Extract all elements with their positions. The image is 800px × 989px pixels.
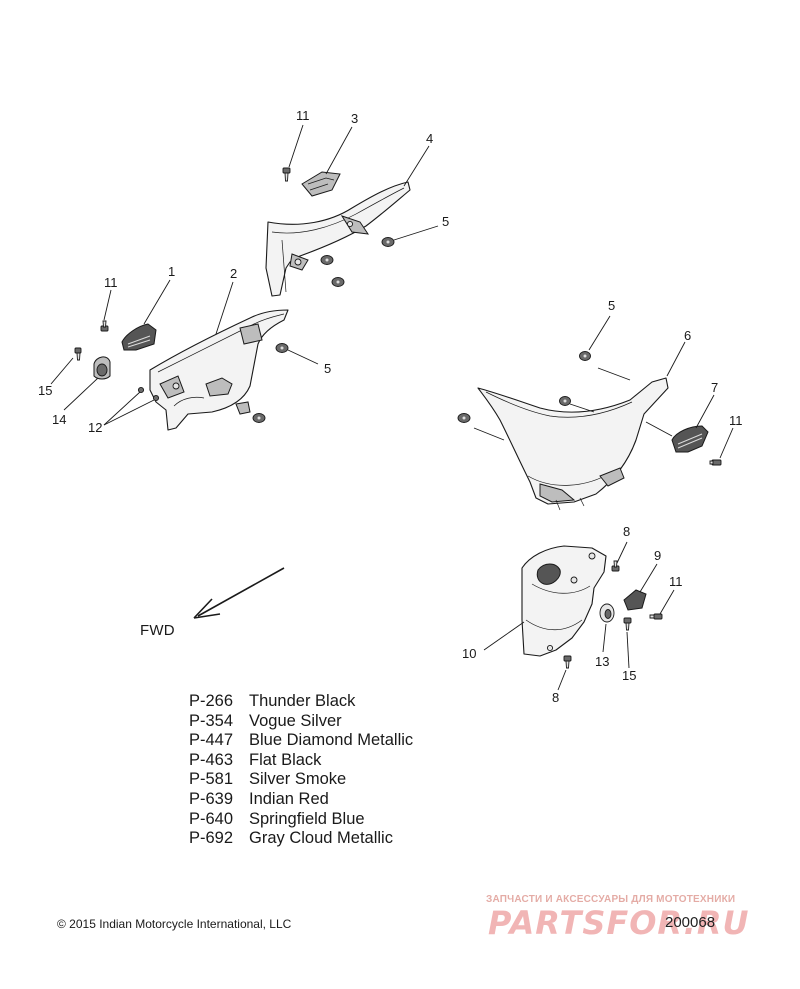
color-code: P-640 — [189, 809, 234, 828]
part-5-grommets-right — [457, 351, 591, 423]
color-name: Springfield Blue — [249, 809, 365, 828]
callout-2: 2 — [230, 266, 237, 281]
callout-12: 12 — [88, 420, 102, 435]
watermark-logo: PARTSFOR.RU — [488, 904, 750, 942]
paint-color-table: P-266 Thunder Black P-354 Vogue Silver P-4… — [189, 692, 413, 849]
callout-7: 7 — [711, 380, 718, 395]
callout-10: 10 — [462, 646, 476, 661]
callout-15: 15 — [622, 668, 636, 683]
color-name: Gray Cloud Metallic — [249, 829, 393, 848]
part-2-front-side-cover — [149, 309, 289, 431]
color-name: Vogue Silver — [249, 711, 342, 730]
callout-6: 6 — [684, 328, 691, 343]
part-6-rear-side-cover — [477, 377, 669, 511]
callout-11: 11 — [669, 574, 683, 589]
callout-4: 4 — [426, 131, 433, 146]
color-code: P-266 — [189, 692, 234, 710]
callout-9: 9 — [654, 548, 661, 563]
callout-13: 13 — [595, 654, 609, 669]
callout-5: 5 — [608, 298, 615, 313]
part-15-screw-right — [623, 617, 632, 631]
callout-11: 11 — [296, 108, 310, 123]
copyright-notice: © 2015 Indian Motorcycle International, … — [57, 917, 292, 931]
part-1-vent — [121, 323, 157, 351]
forward-arrow — [193, 567, 285, 619]
part-13-spacer — [599, 603, 615, 623]
callout-8: 8 — [623, 524, 630, 539]
callout-5: 5 — [442, 214, 449, 229]
part-11-screw-right — [709, 459, 722, 466]
part-4-upper-cover — [265, 181, 411, 297]
callout-15: 15 — [38, 383, 52, 398]
part-8-screws — [563, 560, 620, 669]
color-row: P-640 Springfield Blue — [189, 810, 413, 830]
callout-11: 11 — [729, 413, 743, 428]
watermark-caption: ЗАПЧАСТИ И АКСЕССУАРЫ ДЛЯ МОТОТЕХНИКИ — [486, 894, 736, 905]
color-code: P-692 — [189, 829, 234, 848]
color-code: P-354 — [189, 711, 234, 730]
watermark: ЗАПЧАСТИ И АКСЕССУАРЫ ДЛЯ МОТОТЕХНИКИ PA… — [486, 894, 788, 942]
color-row: P-581 Silver Smoke — [189, 770, 413, 790]
callout-3: 3 — [351, 111, 358, 126]
color-row: P-692 Gray Cloud Metallic — [189, 829, 413, 849]
part-11-screw-top — [282, 167, 291, 182]
part-10-lower-cover — [521, 545, 607, 657]
part-15-screw-left — [74, 347, 82, 361]
color-name: Thunder Black — [249, 692, 356, 710]
color-name: Flat Black — [249, 750, 322, 769]
part-5-grommets-top — [320, 237, 395, 287]
part-9-block — [623, 589, 647, 611]
diagram-number: 200068 — [665, 914, 716, 931]
color-row: P-266 Thunder Black — [189, 692, 413, 712]
color-code: P-463 — [189, 750, 234, 769]
color-code: P-447 — [189, 731, 234, 750]
color-name: Silver Smoke — [249, 770, 347, 789]
part-11-screw-left — [100, 320, 109, 332]
part-7-vent — [671, 425, 709, 453]
callout-8: 8 — [552, 690, 559, 705]
part-11-screw-lower-right — [649, 613, 663, 620]
color-row: P-463 Flat Black — [189, 751, 413, 771]
color-code: P-581 — [189, 770, 234, 789]
forward-direction-label: FWD — [140, 622, 175, 639]
callout-11: 11 — [104, 275, 118, 290]
callout-1: 1 — [168, 264, 175, 279]
color-name: Blue Diamond Metallic — [249, 731, 414, 750]
part-5-grommets-left — [252, 343, 289, 423]
callout-5: 5 — [324, 361, 331, 376]
part-14-clip — [93, 356, 111, 380]
color-code: P-639 — [189, 789, 234, 808]
part-12-clips — [137, 386, 160, 402]
callout-14: 14 — [52, 412, 66, 427]
callout-numbers: 11 3 4 5 1 2 11 15 14 12 5 5 6 7 11 8 9 … — [38, 108, 743, 705]
part-3-small-cover — [301, 171, 341, 197]
color-row: P-639 Indian Red — [189, 790, 413, 810]
color-row: P-354 Vogue Silver — [189, 712, 413, 732]
color-row: P-447 Blue Diamond Metallic — [189, 731, 413, 751]
color-name: Indian Red — [249, 789, 329, 808]
leader-lines — [50, 124, 734, 691]
